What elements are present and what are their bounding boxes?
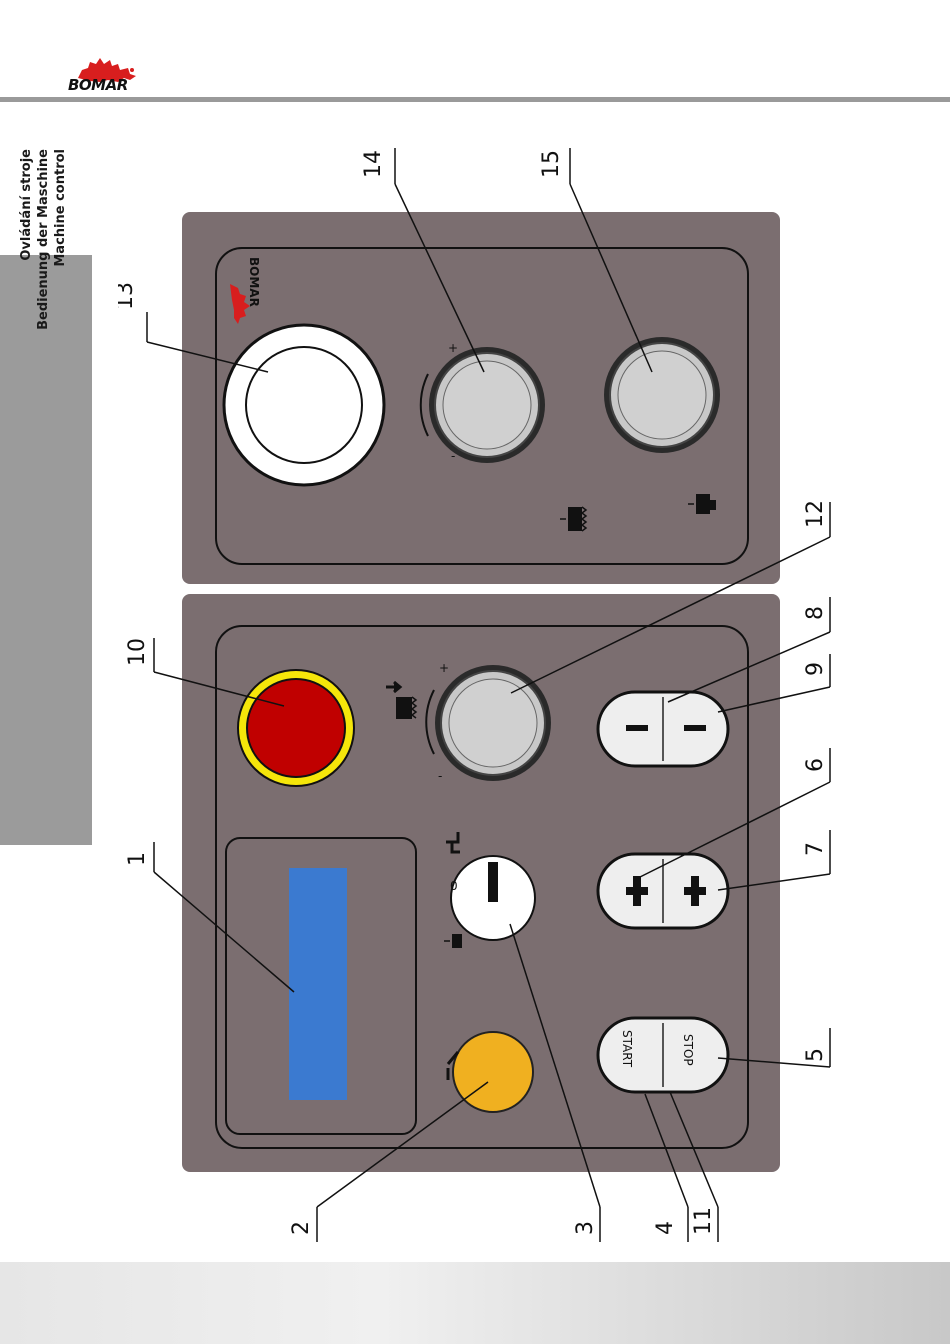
callout-4: 4 [653,1221,678,1235]
callout-13: 13 [118,282,138,310]
callout-9: 9 [803,662,828,676]
callout-14: 14 [361,150,386,178]
control-panel-figure: BOMAR + - + - 0 [118,142,838,1242]
callout-3: 3 [573,1221,598,1235]
knob-12-plus: + [439,661,449,675]
title-czech: Ovládání stroje [18,149,35,261]
callout-2: 2 [289,1221,314,1235]
callout-5: 5 [803,1048,828,1062]
section-title: Ovládání stroje Bedienung der Maschine M… [0,79,92,669]
title-german: Bedienung der Maschine [35,149,52,330]
callout-1: 1 [125,852,150,866]
knob-14-minus: - [451,449,455,463]
callout-11: 11 [691,1207,716,1235]
callout-6: 6 [803,758,828,772]
panel-brand: BOMAR [247,257,261,307]
display-screen [289,868,347,1100]
start-button: START [620,1030,634,1068]
knob-14-plus: + [448,341,458,355]
callout-10: 10 [125,638,150,666]
callout-7: 7 [803,842,828,856]
selector-zero: 0 [450,879,458,893]
callout-8: 8 [803,606,828,620]
knob-12-minus: - [438,769,442,783]
footer-band [0,1262,950,1344]
callout-15: 15 [539,150,564,178]
callout-12: 12 [803,500,828,528]
title-english: Machine control [52,149,69,267]
stop-button: STOP [681,1034,695,1066]
indicator-lamp [453,1032,533,1112]
